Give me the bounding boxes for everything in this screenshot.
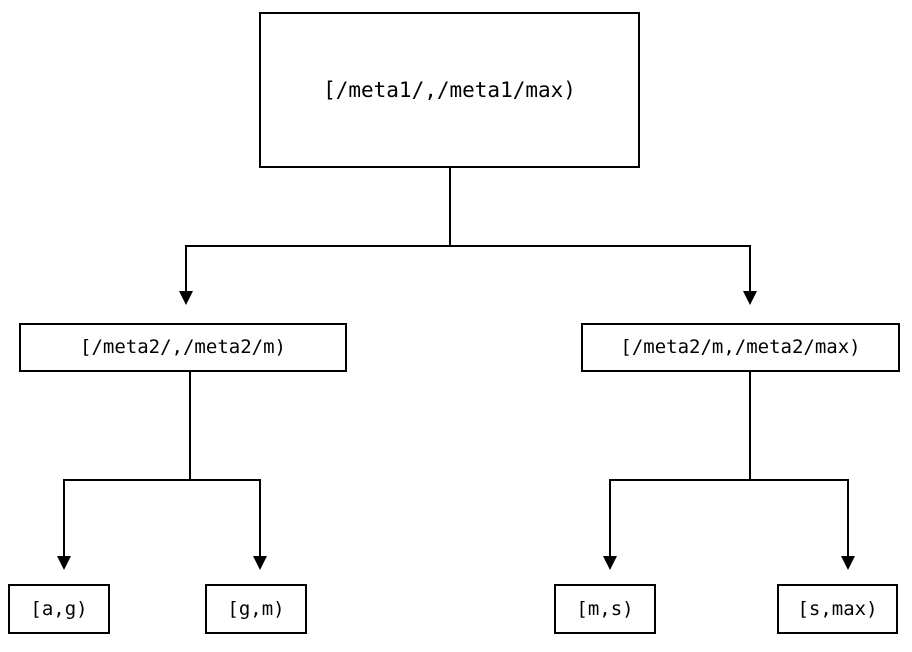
tree-node-label: [/meta1/,/meta1/max)	[323, 77, 576, 102]
edge-line	[449, 168, 751, 291]
tree-edge	[749, 372, 855, 570]
arrowhead-down-icon	[179, 291, 193, 305]
edge-line	[63, 372, 191, 556]
tree-node-label: [g,m)	[227, 597, 285, 620]
tree-node-label: [s,max)	[797, 597, 878, 620]
tree-node-meta2-upper: [/meta2/m,/meta2/max)	[581, 323, 900, 372]
tree-edge	[57, 372, 191, 570]
tree-node-root: [/meta1/,/meta1/max)	[259, 12, 640, 168]
arrowhead-down-icon	[57, 556, 71, 570]
tree-leaf-s-max: [s,max)	[777, 584, 898, 634]
tree-node-label: [m,s)	[576, 597, 634, 620]
tree-node-label: [a,g)	[30, 597, 88, 620]
tree-edge	[189, 372, 267, 570]
edge-line	[189, 372, 261, 556]
edge-line	[185, 168, 451, 291]
arrowhead-down-icon	[841, 556, 855, 570]
tree-edge	[179, 168, 451, 305]
arrowhead-down-icon	[743, 291, 757, 305]
tree-node-label: [/meta2/m,/meta2/max)	[620, 336, 861, 358]
tree-edge	[449, 168, 757, 305]
tree-leaf-a-g: [a,g)	[8, 584, 110, 634]
arrowhead-down-icon	[603, 556, 617, 570]
tree-node-meta2-lower: [/meta2/,/meta2/m)	[19, 323, 347, 372]
tree-node-label: [/meta2/,/meta2/m)	[80, 336, 286, 358]
tree-edge	[603, 372, 751, 570]
tree-leaf-m-s: [m,s)	[554, 584, 656, 634]
edge-line	[609, 372, 751, 556]
edge-line	[749, 372, 849, 556]
arrowhead-down-icon	[253, 556, 267, 570]
tree-leaf-g-m: [g,m)	[205, 584, 307, 634]
